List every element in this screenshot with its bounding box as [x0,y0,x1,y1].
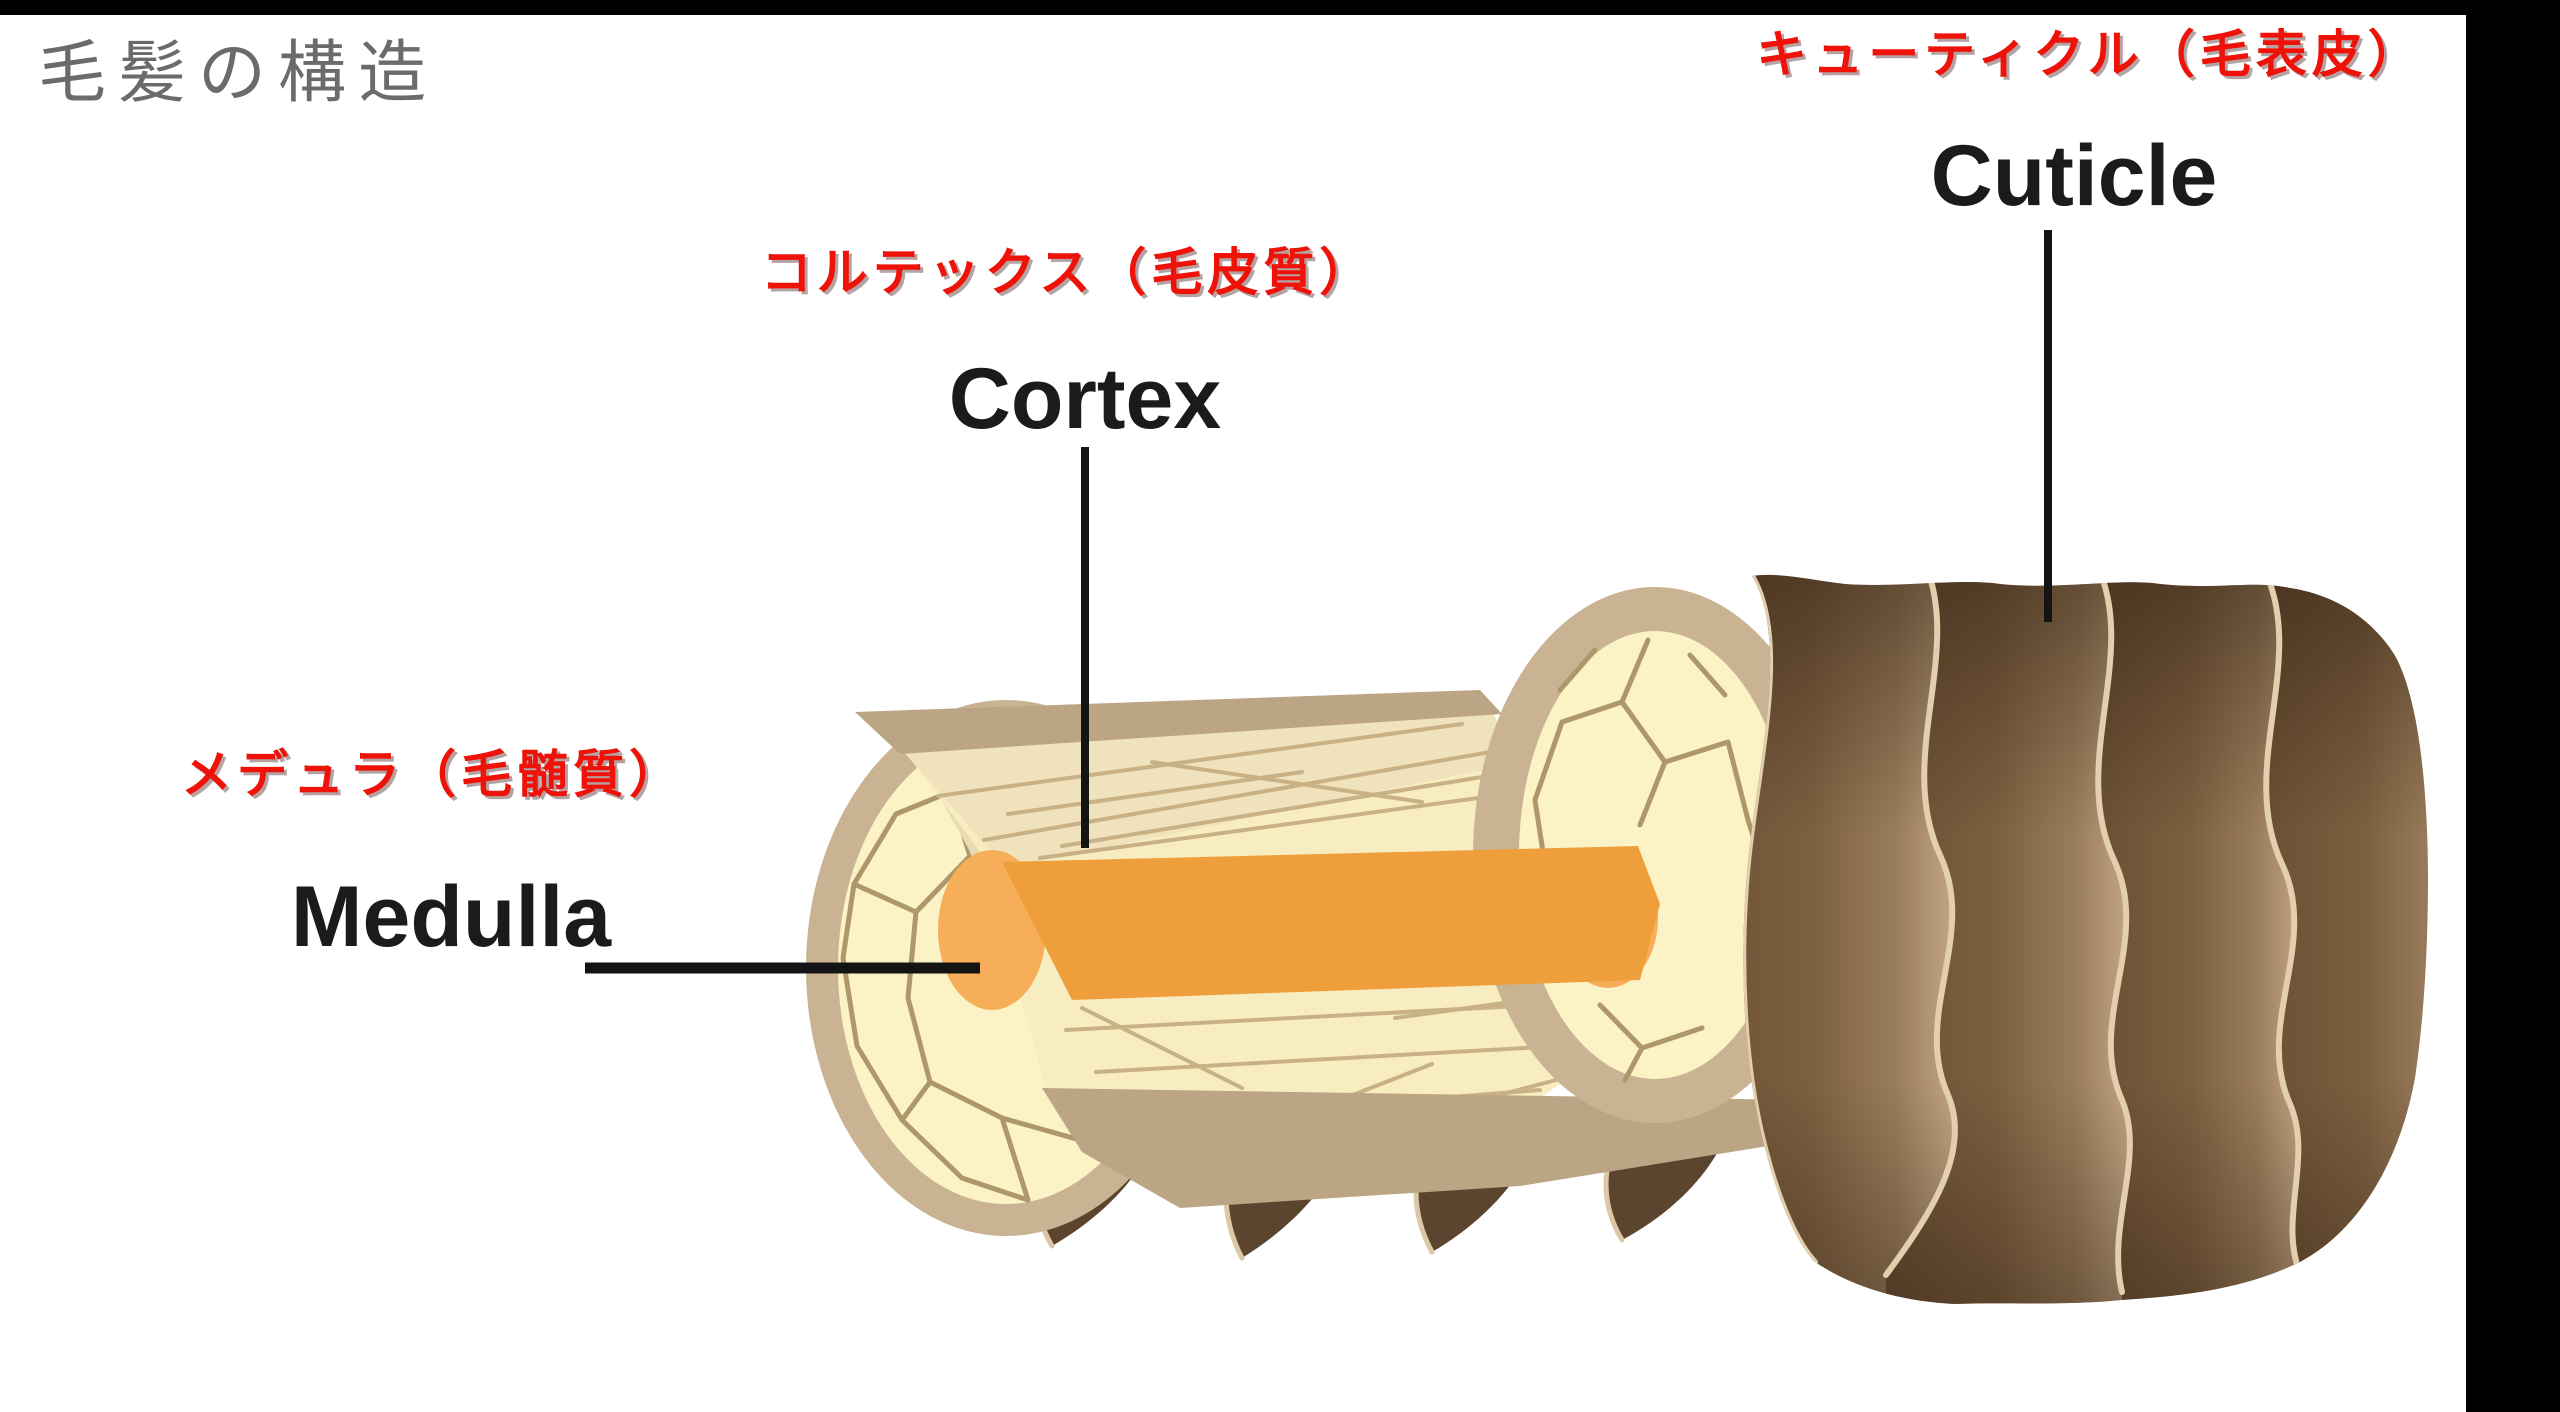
medulla-rod [1002,846,1660,1000]
page-title: 毛髪の構造 [38,35,438,111]
hair-shaft-illustration [806,574,2428,1304]
label-medulla-en: Medulla [291,869,612,965]
label-cortex-jp: コルテックス（毛皮質） [761,244,1375,301]
label-medulla-jp: メデュラ（毛髄質） [181,746,685,803]
label-cuticle-en: Cuticle [1931,128,2218,224]
right-letterbox-bar [2466,0,2560,1412]
top-cut-band [855,690,1502,754]
label-cortex-en: Cortex [949,351,1222,447]
leader-lines [585,230,2052,974]
label-cuticle-jp: キューティクル（毛表皮） [1756,26,2423,83]
top-letterbox-bar [0,0,2560,15]
cuticle-scale-edges [1743,574,2305,1295]
